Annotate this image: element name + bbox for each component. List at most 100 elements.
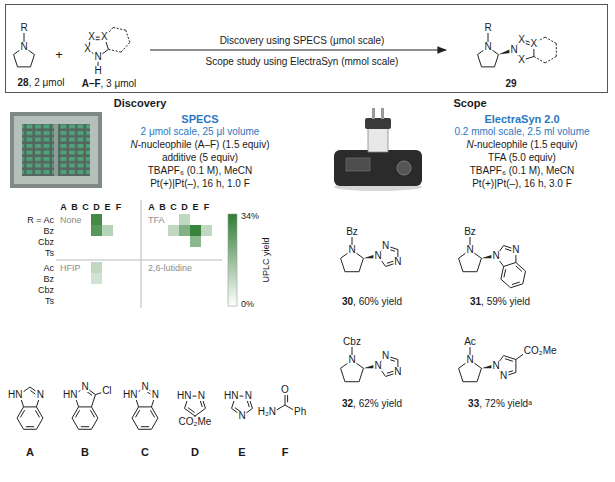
bond-line: [477, 258, 481, 271]
heatmap-cell: [190, 236, 201, 247]
bond-line: [463, 381, 477, 382]
figure-label: Ac: [43, 262, 54, 272]
heatmap-cell: [91, 214, 102, 225]
figure-label: Scope: [453, 97, 486, 110]
figure-label: N-nucleophile (A–F) (1.5 equiv): [131, 139, 270, 151]
photo-frame: [10, 112, 102, 188]
figure-label: UPLC yield: [261, 237, 271, 282]
atom-label: X: [517, 35, 526, 45]
figure-label: F: [282, 446, 289, 459]
figure-label: A: [60, 202, 67, 212]
figure-label: Ts: [45, 295, 54, 305]
bond-line: [523, 271, 526, 284]
bond-line: [545, 56, 556, 62]
atom-label: Cl: [101, 386, 112, 396]
atom-label: HN: [62, 390, 78, 400]
atom-label: N: [381, 241, 390, 251]
bond-line: [501, 279, 511, 288]
heatmap-cell: [179, 214, 190, 225]
vial-cap: [365, 118, 391, 129]
bond-line: [36, 407, 42, 418]
bond-line: [501, 266, 504, 279]
atom-label: N: [80, 382, 89, 392]
double-bond-line: [512, 282, 520, 285]
heatmap-cell: [91, 225, 102, 236]
quadrant-divider: [141, 200, 142, 308]
figure-label: Cbz: [38, 236, 54, 246]
atom-label: R: [19, 23, 28, 33]
bond-line: [494, 55, 498, 67]
figure-label: R = Ac: [27, 214, 54, 224]
atom-label: HN: [7, 390, 23, 400]
atom-label: N: [140, 382, 149, 392]
heatmap-cells: [91, 214, 212, 284]
atom-label: X: [87, 32, 96, 42]
figure-label: 34%: [241, 211, 259, 221]
figure-label: TFA: [148, 214, 165, 224]
bond-line: [79, 406, 92, 407]
compound-label: 30, 60% yield: [342, 296, 402, 308]
figure-label: TFA (5.0 equiv): [488, 152, 556, 164]
figure-label: D: [181, 202, 188, 212]
heatmap-cell: [201, 225, 212, 236]
double-bond-line: [20, 410, 24, 417]
scheme-text: Scope study using ElectraSyn (mmol scale…: [206, 56, 399, 68]
atom-label: N: [511, 245, 520, 255]
bond-line: [91, 395, 95, 407]
bond-line: [126, 30, 130, 42]
well-grid: [22, 124, 90, 176]
figure-label: E: [238, 446, 245, 459]
bond-line: [516, 262, 526, 271]
atom-label: H: [93, 66, 102, 76]
heatmap-cell: [190, 225, 201, 236]
double-bond-line: [75, 410, 79, 417]
figure-label: Discovery: [114, 97, 167, 110]
figure-label: B: [71, 202, 78, 212]
scheme-text: +: [55, 48, 63, 63]
atom-label: N: [151, 390, 160, 400]
atom-label: Bz: [463, 227, 477, 237]
bond-line: [18, 66, 31, 67]
figure-label: 0%: [241, 299, 254, 309]
figure-label: F: [204, 202, 210, 212]
atom-label: HN: [122, 390, 138, 400]
atom-label: CO₂Me: [178, 417, 213, 427]
figure-label: B: [159, 202, 166, 212]
bond-line: [72, 418, 78, 429]
bond-line: [91, 407, 97, 418]
figure-label: 2 μmol scale, 25 μl volume: [141, 126, 260, 138]
bond-line: [17, 407, 23, 418]
double-bond-line: [135, 410, 139, 417]
device-knob: [397, 161, 411, 175]
atom-label: N: [237, 411, 246, 421]
double-bond-line: [188, 408, 195, 413]
atom-label: N: [244, 391, 253, 401]
figure-label: C: [170, 202, 177, 212]
bond-line: [345, 381, 359, 382]
figure-label: B: [81, 446, 89, 459]
double-bond-line: [35, 410, 39, 417]
atom-label: N: [509, 45, 518, 55]
atom-label: N: [465, 355, 474, 365]
bond-line: [132, 407, 138, 418]
reaction-arrow: [150, 49, 446, 50]
atom-label: Ac: [463, 337, 477, 347]
double-bond-line: [141, 426, 149, 427]
figure-label: A: [148, 202, 155, 212]
double-bond-line: [81, 426, 89, 427]
device-body: [334, 150, 422, 186]
figure-label: E: [192, 202, 198, 212]
scheme-text: Discovery using SPECS (μmol scale): [220, 35, 385, 47]
bond-line: [504, 262, 516, 266]
figure-label: C: [141, 446, 149, 459]
atom-label: R: [483, 23, 492, 33]
quadrant-divider: [56, 260, 222, 261]
bond-line: [139, 429, 152, 430]
atom-label: H₂N: [257, 407, 277, 417]
bond-line: [36, 418, 42, 429]
heatmap-cell: [179, 225, 190, 236]
bond-line: [341, 368, 345, 381]
electrode: [381, 108, 384, 119]
atom-label: X: [517, 55, 526, 65]
